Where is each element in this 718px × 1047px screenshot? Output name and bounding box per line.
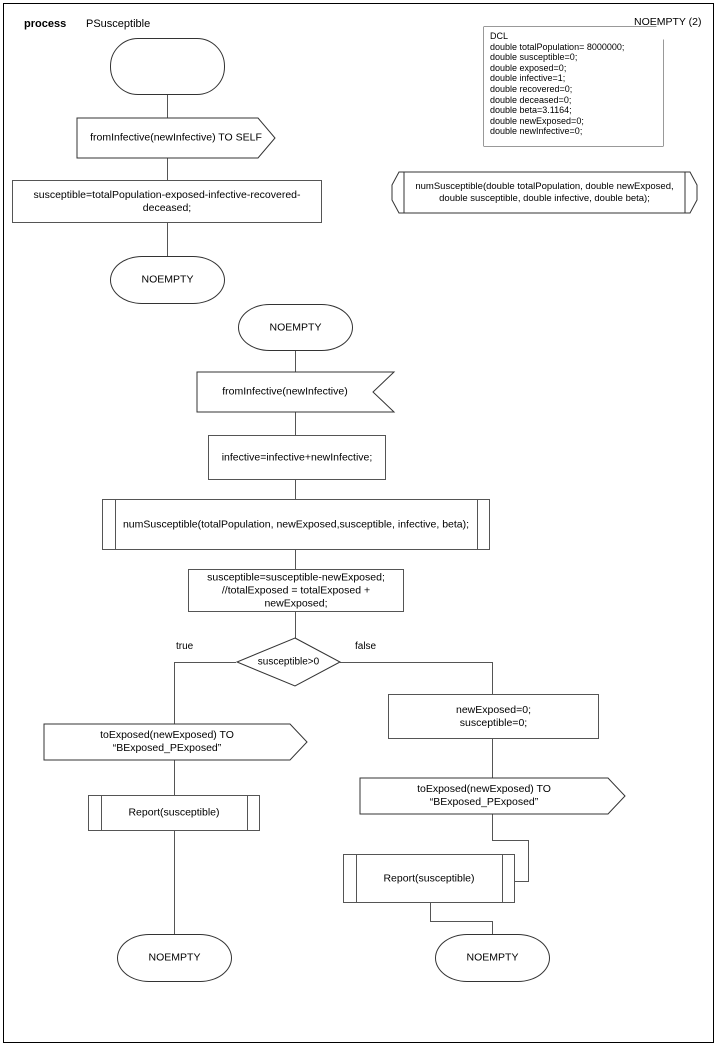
- task-zero-values-label: newExposed=0; susceptible=0;: [455, 703, 531, 729]
- call-report-false: Report(susceptible): [343, 854, 515, 903]
- connector-call-to-task3: [295, 550, 296, 569]
- connector-true-vertical: [174, 662, 175, 724]
- connector-jog3-horizontal: [430, 921, 492, 922]
- connector-zero-to-output-false: [492, 729, 493, 778]
- connector-task2-to-call: [295, 480, 296, 499]
- task-zero-values: newExposed=0; susceptible=0;: [388, 694, 599, 739]
- state-end-false: NOEMPTY: [435, 934, 550, 982]
- input-signal-self: fromInfective(newInfective) TO SELF: [77, 118, 275, 158]
- branch-label-false: false: [355, 641, 377, 652]
- connector-input-to-task: [167, 158, 168, 180]
- connector-jog1-horizontal: [492, 840, 528, 841]
- call-report-true-left-bar: [101, 796, 102, 830]
- output-signal-false-label: toExposed(newExposed) TO “BExposed_PExpo…: [417, 783, 551, 808]
- connector-task-to-state1: [167, 223, 168, 256]
- connector-jog1-vertical: [492, 814, 493, 840]
- decision-susceptible-gt0: susceptible>0: [237, 638, 340, 686]
- process-keyword: process: [24, 18, 67, 30]
- decision-susceptible-gt0-label: susceptible>0: [257, 656, 320, 668]
- state-noempty-2-label: NOEMPTY: [269, 321, 322, 333]
- input-signal-self-label: fromInfective(newInfective) TO SELF: [90, 131, 262, 144]
- call-report-false-right-bar: [502, 855, 503, 902]
- connector-start-to-input: [167, 95, 168, 118]
- call-numsusceptible: numSusceptible(totalPopulation, newExpos…: [102, 499, 490, 550]
- state-noempty-1: NOEMPTY: [110, 256, 225, 304]
- call-report-false-label: Report(susceptible): [383, 872, 475, 884]
- page-frame: [3, 3, 714, 1043]
- task-infective: infective=infective+newInfective;: [208, 435, 386, 480]
- task-minus-newexposed-label: susceptible=susceptible-newExposed; //to…: [207, 571, 385, 609]
- state-noempty-2: NOEMPTY: [238, 304, 353, 351]
- procedure-declaration: numSusceptible(double totalPopulation, d…: [392, 172, 697, 213]
- call-report-false-left-bar: [356, 855, 357, 902]
- state-end-true-label: NOEMPTY: [148, 951, 201, 964]
- connector-jog2-horizontal: [512, 881, 529, 882]
- connector-true-horizontal: [174, 662, 236, 663]
- input-signal-infective-label: fromInfective(newInfective): [222, 385, 348, 398]
- state-end-false-label: NOEMPTY: [466, 951, 519, 964]
- task-susceptible: susceptible=totalPopulation-exposed-infe…: [12, 180, 322, 223]
- call-report-true-label: Report(susceptible): [128, 806, 220, 819]
- branch-label-true: true: [176, 641, 194, 652]
- connector-task3-to-decision: [295, 612, 296, 638]
- connector-state2-to-input: [295, 350, 296, 372]
- connector-report-to-state-true: [174, 831, 175, 934]
- process-name: PSusceptible: [86, 18, 151, 30]
- call-report-true-right-bar: [247, 796, 248, 830]
- output-signal-true: toExposed(newExposed) TO “BExposed_PExpo…: [44, 724, 290, 760]
- task-infective-label: infective=infective+newInfective;: [221, 451, 373, 463]
- page-label: NOEMPTY (2): [634, 16, 702, 28]
- connector-input-to-task2: [295, 412, 296, 435]
- task-susceptible-label: susceptible=totalPopulation-exposed-infe…: [33, 188, 301, 214]
- connector-jog3-vertical: [430, 903, 431, 921]
- output-signal-false: toExposed(newExposed) TO “BExposed_PExpo…: [360, 778, 608, 814]
- state-end-true: NOEMPTY: [117, 934, 232, 982]
- connector-jog2-vertical: [528, 840, 529, 881]
- dcl-note: DCL double totalPopulation= 8000000; dou…: [484, 27, 663, 146]
- task-minus-newexposed: susceptible=susceptible-newExposed; //to…: [188, 569, 404, 612]
- connector-output-to-report-true: [174, 760, 175, 795]
- procedure-declaration-text: numSusceptible(double totalPopulation, d…: [415, 180, 674, 204]
- call-numsusceptible-left-bar: [115, 500, 116, 549]
- start-symbol: [110, 38, 225, 95]
- call-numsusceptible-label: numSusceptible(totalPopulation, newExpos…: [122, 518, 470, 530]
- connector-jog4-vertical: [492, 921, 493, 934]
- connector-false-vertical: [492, 662, 493, 694]
- dcl-note-text: DCL double totalPopulation= 8000000; dou…: [490, 31, 625, 137]
- input-signal-infective: fromInfective(newInfective): [197, 372, 373, 412]
- connector-false-horizontal: [340, 662, 493, 663]
- call-report-true: Report(susceptible): [88, 795, 260, 831]
- call-numsusceptible-right-bar: [477, 500, 478, 549]
- state-noempty-1-label: NOEMPTY: [141, 273, 194, 286]
- output-signal-true-label: toExposed(newExposed) TO “BExposed_PExpo…: [100, 729, 234, 754]
